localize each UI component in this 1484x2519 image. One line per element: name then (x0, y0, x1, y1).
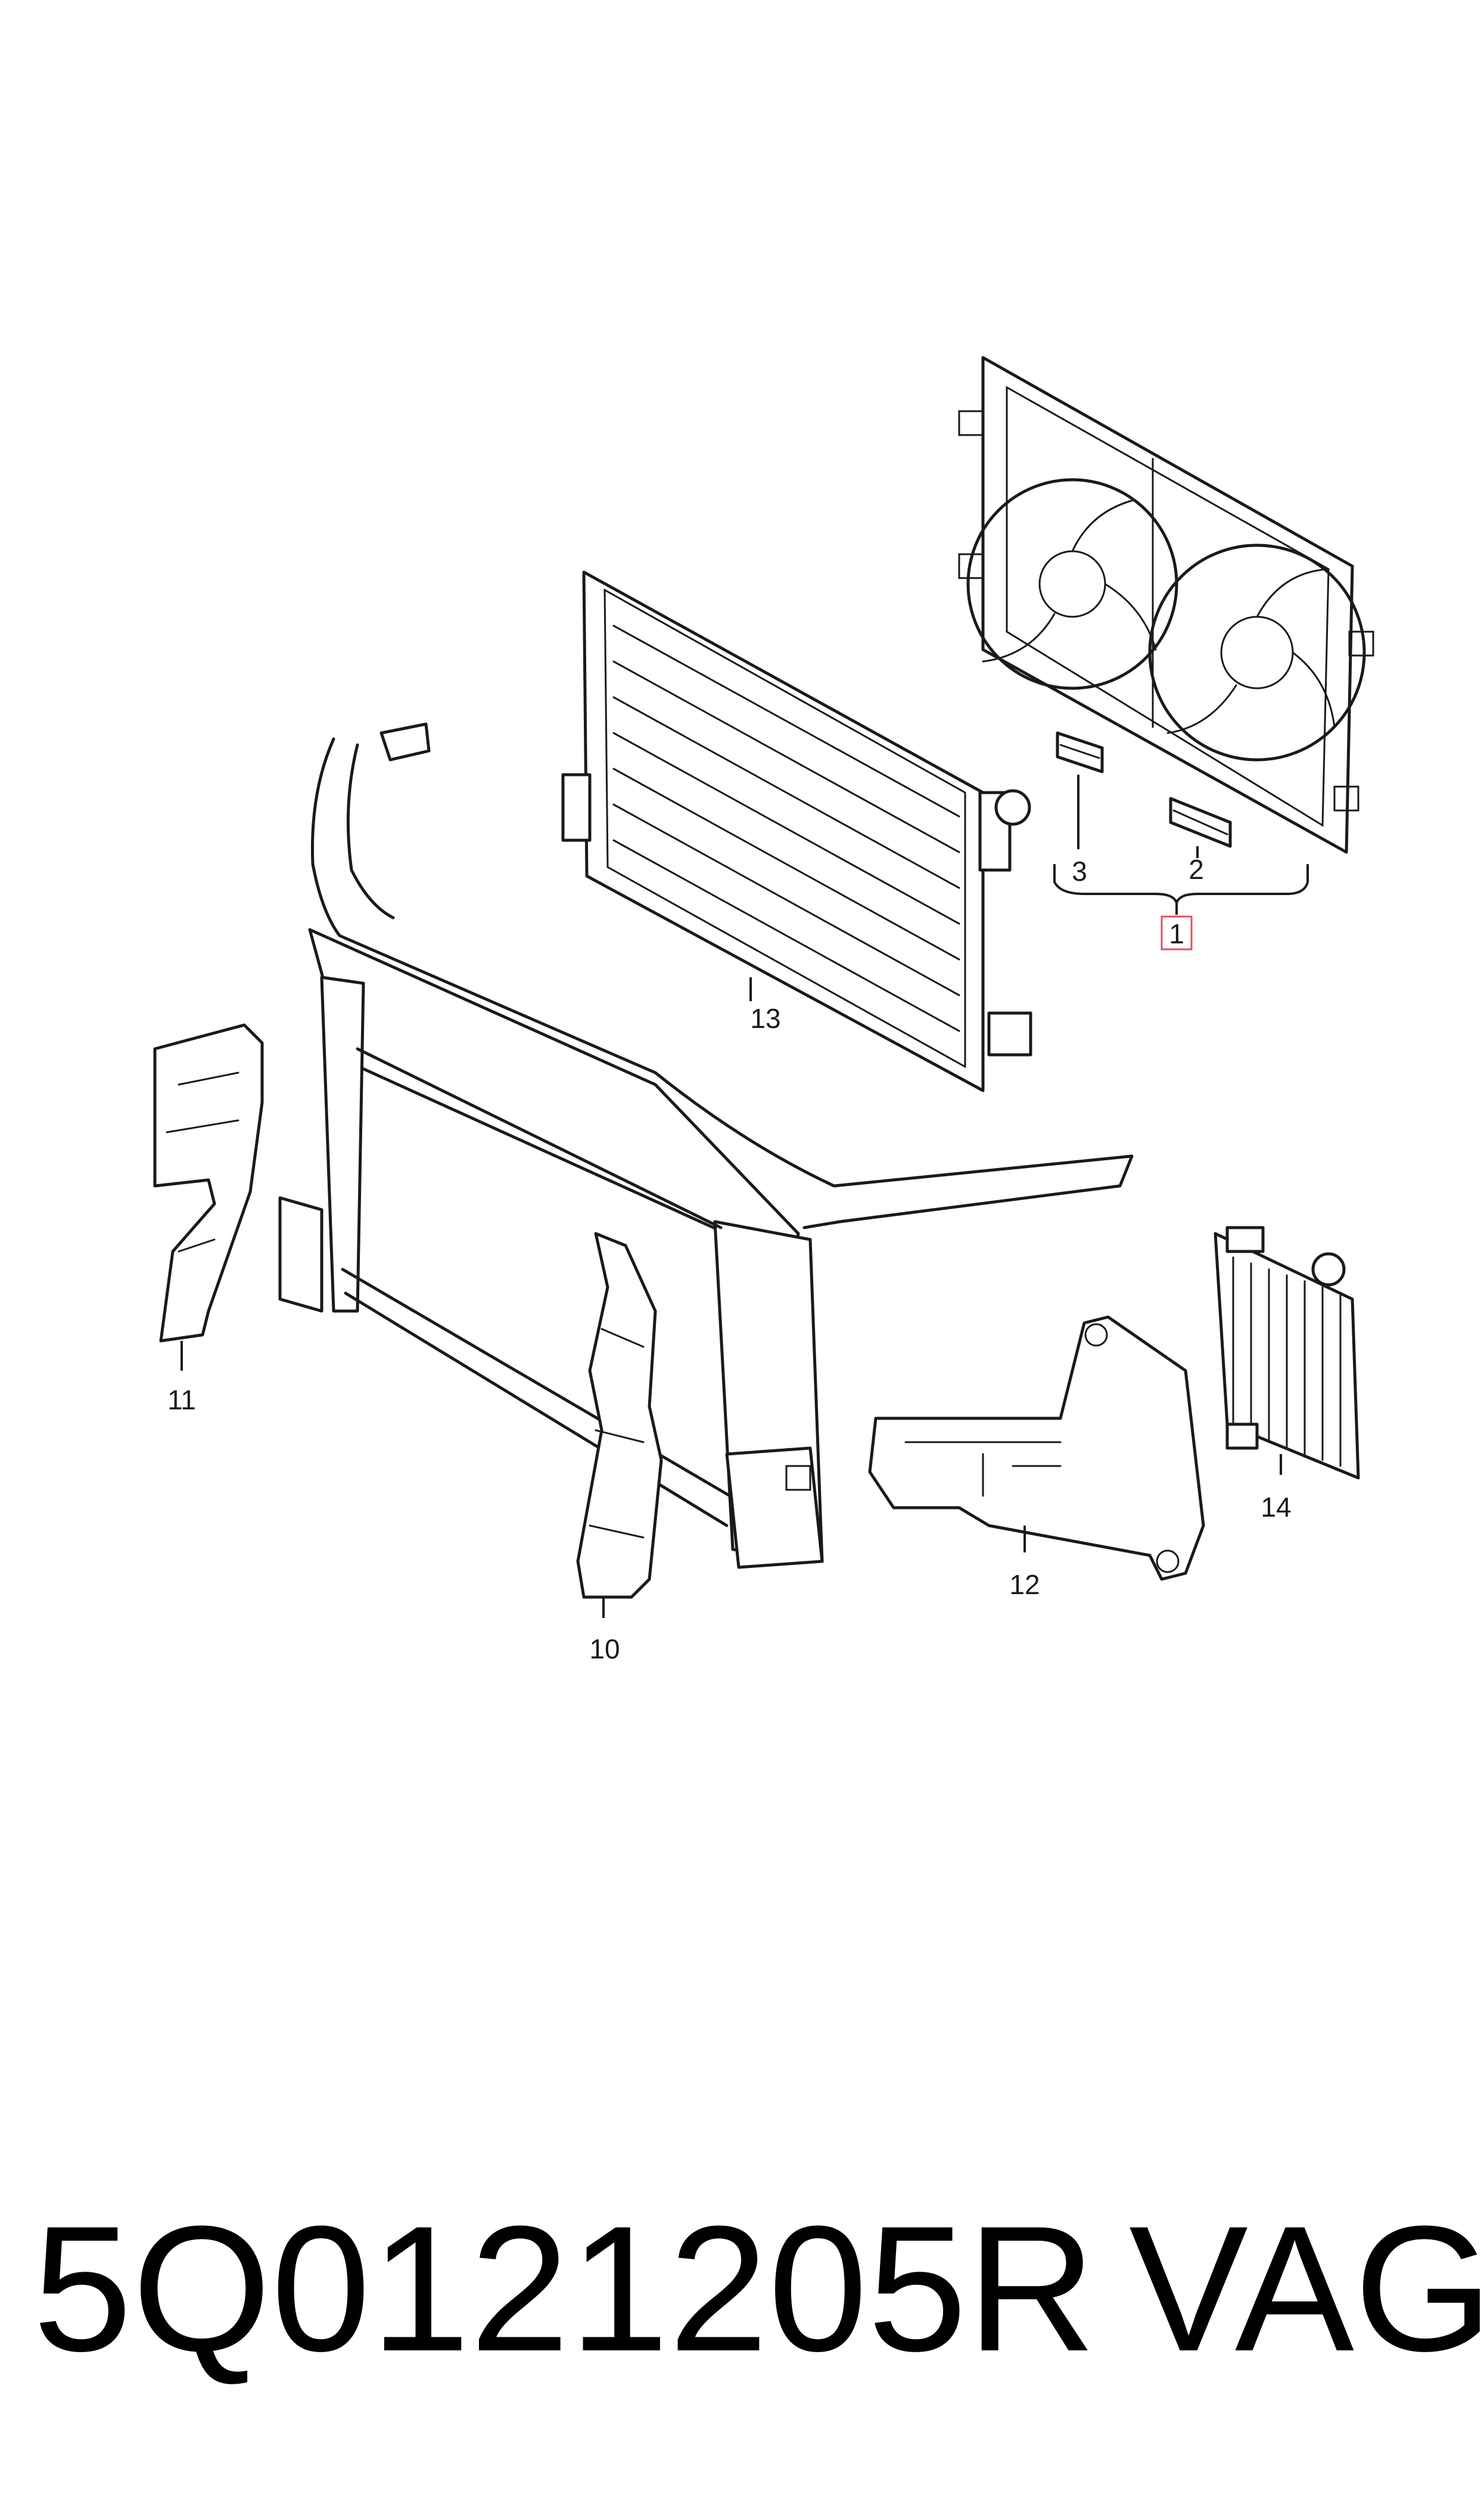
radiator (561, 570, 1032, 1092)
fan-shroud (958, 356, 1374, 854)
callout-13: 13 (750, 1003, 780, 1034)
part-number-text: 5Q0121205R (33, 2188, 1096, 2388)
air-guide-part-12 (868, 1315, 1205, 1581)
callout-labels: 1 2 3 13 11 10 12 14 (167, 854, 1291, 1664)
seal-part-2 (1169, 797, 1232, 848)
callout-12: 12 (1009, 1569, 1040, 1600)
callout-2: 2 (1189, 854, 1204, 885)
callout-11: 11 (167, 1384, 196, 1415)
callout-1: 1 (1169, 918, 1184, 949)
callout-1-highlight-box (1161, 915, 1193, 951)
callout-10: 10 (589, 1633, 620, 1664)
air-duct-part-10 (576, 1232, 663, 1599)
air-duct-part-11 (153, 1023, 264, 1343)
callout-3: 3 (1072, 856, 1087, 887)
front-carrier (278, 722, 1134, 1569)
leader-lines (181, 775, 1282, 1618)
callout-14: 14 (1261, 1492, 1291, 1523)
seal-part-3 (1056, 731, 1104, 774)
auxiliary-radiator-part-14 (1214, 1226, 1360, 1480)
group-bracket-part-1 (1053, 864, 1309, 915)
brand-text: VAG (1129, 2188, 1484, 2388)
